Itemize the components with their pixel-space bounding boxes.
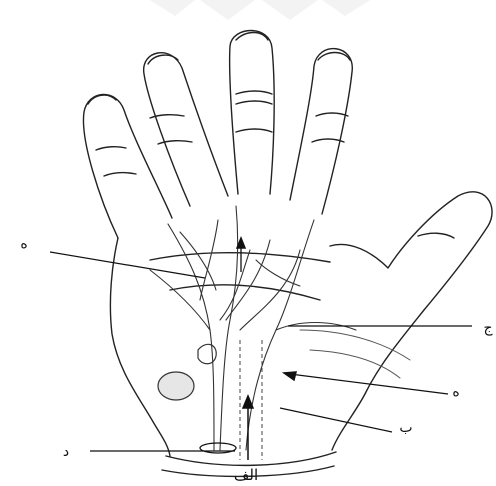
arrow-e-lower-head [284,372,296,380]
arrows [237,238,296,460]
leader-b [280,408,392,432]
dashed-lines [240,340,262,460]
nerve-branches [150,206,356,450]
label-e-upper: ه [20,236,27,252]
leader-e-upper [50,252,205,278]
label-alef: الف [234,466,258,484]
leader-e-lower [290,374,448,394]
label-b: ب [399,420,412,436]
label-j: ج [483,320,493,336]
arrow-alef-head [243,396,253,408]
label-e-lower: ه [452,384,459,400]
pisiform-bone [158,372,194,400]
watermark [150,0,370,20]
label-d: د [63,444,69,460]
hamate-hook [198,344,216,363]
